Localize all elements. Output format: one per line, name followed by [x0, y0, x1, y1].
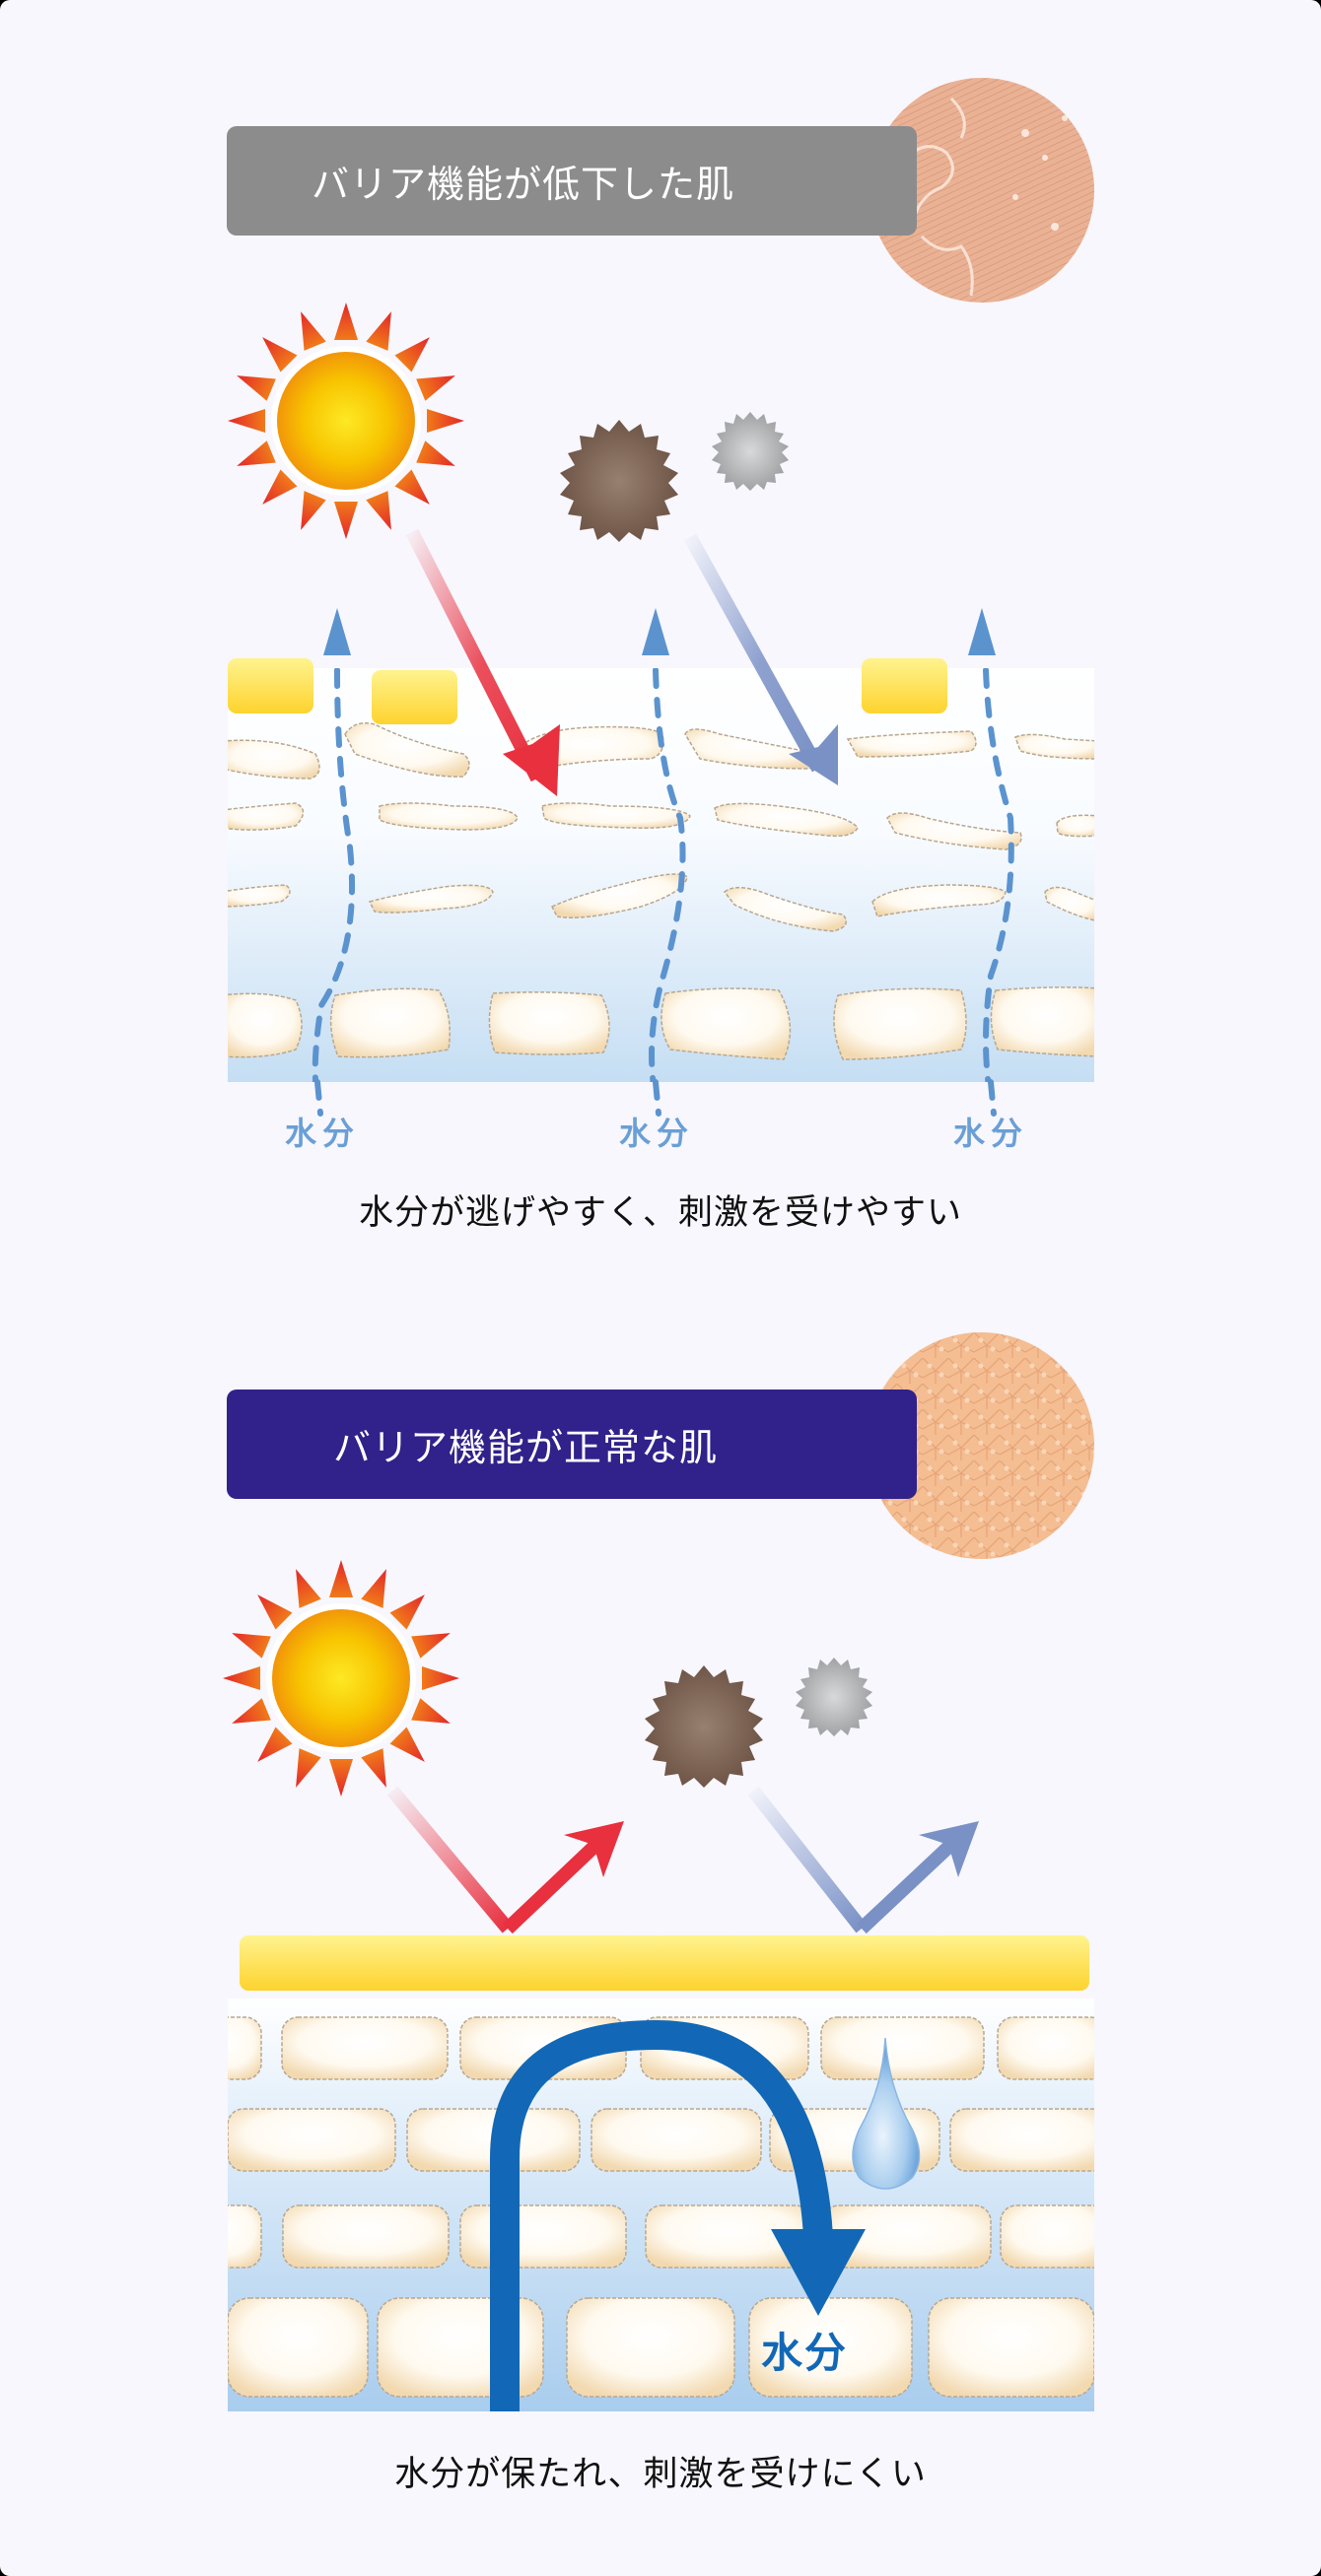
water-retained-arrow-icon — [490, 2019, 833, 2411]
healthy-barrier-caption: 水分が保たれ、刺激を受けにくい — [394, 2455, 927, 2494]
retained-water-label: 水分 — [761, 2329, 849, 2377]
healthy-skin-photo — [868, 1332, 1094, 1559]
uv-arrow-reflected — [386, 1786, 624, 1934]
water-escape-arrowheads — [323, 608, 996, 655]
uv-arrow-penetrating — [405, 528, 560, 796]
dry-skin-photo — [869, 78, 1094, 303]
water-label: 水分 — [952, 1115, 1028, 1152]
healthy-barrier-title: バリア機能が正常な肌 — [333, 1426, 719, 1469]
impaired-skin-section-graphics — [228, 303, 1094, 1117]
healthy-barrier-header: バリア機能が正常な肌 — [227, 1390, 917, 1499]
sun-uv-icon — [223, 1560, 459, 1796]
water-label: 水分 — [618, 1115, 694, 1152]
healthy-skin-layer-diagram — [228, 1999, 1094, 2411]
impaired-barrier-header: バリア機能が低下した肌 — [227, 126, 917, 236]
water-droplet-icon — [852, 2037, 921, 2190]
water-label: 水分 — [284, 1115, 360, 1152]
dust-particle-brown-icon — [560, 420, 678, 542]
dust-particle-grey-icon — [796, 1658, 872, 1736]
sun-uv-icon — [228, 303, 464, 539]
impaired-skin-layer-diagram — [228, 668, 1094, 1082]
sparse-barrier-blocks — [228, 658, 947, 724]
water-escape-paths — [314, 1079, 997, 1117]
impaired-barrier-caption: 水分が逃げやすく、刺激を受けやすい — [358, 1193, 962, 1233]
dust-arrow-reflected — [747, 1786, 979, 1934]
intact-barrier-layer — [240, 1935, 1089, 1991]
dust-arrow-penetrating — [683, 533, 838, 785]
healthy-skin-section-graphics — [223, 1560, 1094, 2411]
dust-particle-grey-icon — [712, 412, 789, 491]
dust-particle-brown-icon — [645, 1665, 763, 1788]
impaired-barrier-title: バリア機能が低下した肌 — [312, 163, 735, 206]
